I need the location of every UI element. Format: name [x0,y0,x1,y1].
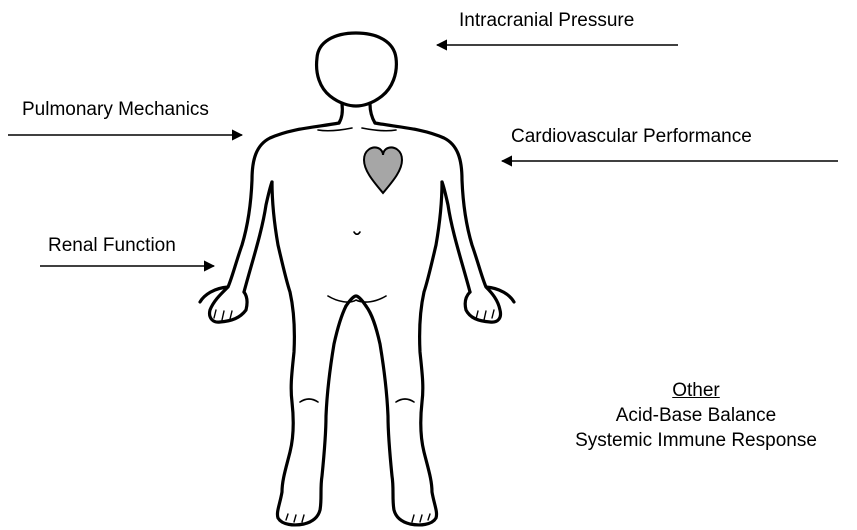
other-item-acid-base: Acid-Base Balance [540,403,852,428]
label-cardiovascular-performance: Cardiovascular Performance [511,126,752,148]
other-list: Other Acid-Base Balance Systemic Immune … [540,378,852,453]
other-heading: Other [540,378,852,403]
other-item-immune-response: Systemic Immune Response [540,428,852,453]
label-intracranial-pressure: Intracranial Pressure [459,10,634,32]
label-pulmonary-mechanics: Pulmonary Mechanics [22,99,209,121]
label-renal-function: Renal Function [48,235,176,257]
